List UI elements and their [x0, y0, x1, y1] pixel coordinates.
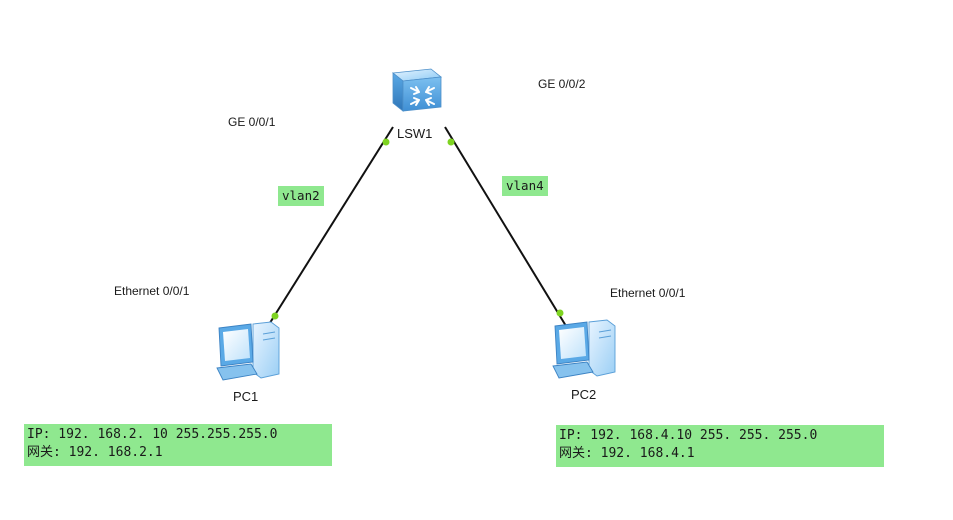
switch-name: LSW1: [397, 126, 433, 141]
port-status-dot: [447, 138, 455, 146]
pc1-port-label: Ethernet 0/0/1: [114, 284, 190, 298]
pc2-gateway-line: 网关: 192. 168.4.1: [559, 446, 695, 461]
switch-lsw1[interactable]: [389, 63, 445, 118]
vlan-tag-pc2: vlan4: [502, 176, 548, 196]
pc2[interactable]: [549, 316, 617, 387]
pc1-gateway-line: 网关: 192. 168.2.1: [27, 445, 163, 460]
vlan-tag-pc1: vlan2: [278, 186, 324, 206]
pc2-port-label: Ethernet 0/0/1: [610, 286, 686, 300]
switch-port-label-left: GE 0/0/1: [228, 115, 276, 129]
switch-icon: [391, 68, 443, 112]
pc2-ip-line: IP: 192. 168.4.10 255. 255. 255.0: [559, 428, 818, 443]
port-status-dot: [382, 138, 390, 146]
pc-icon: [552, 319, 616, 379]
link-lsw1-pc2[interactable]: [444, 126, 567, 327]
pc1-ip-line: IP: 192. 168.2. 10 255.255.255.0: [27, 427, 278, 442]
port-status-dot: [271, 312, 279, 320]
port-status-dot: [556, 309, 564, 317]
pc2-name: PC2: [571, 387, 597, 402]
pc1-name: PC1: [233, 389, 259, 404]
pc1[interactable]: [213, 318, 281, 389]
switch-port-label-right: GE 0/0/2: [538, 77, 586, 91]
pc-icon: [216, 321, 280, 381]
pc1-address-note: IP: 192. 168.2. 10 255.255.255.0 网关: 192…: [24, 424, 332, 466]
link-lsw1-pc1[interactable]: [267, 126, 394, 327]
pc2-address-note: IP: 192. 168.4.10 255. 255. 255.0 网关: 19…: [556, 425, 884, 467]
